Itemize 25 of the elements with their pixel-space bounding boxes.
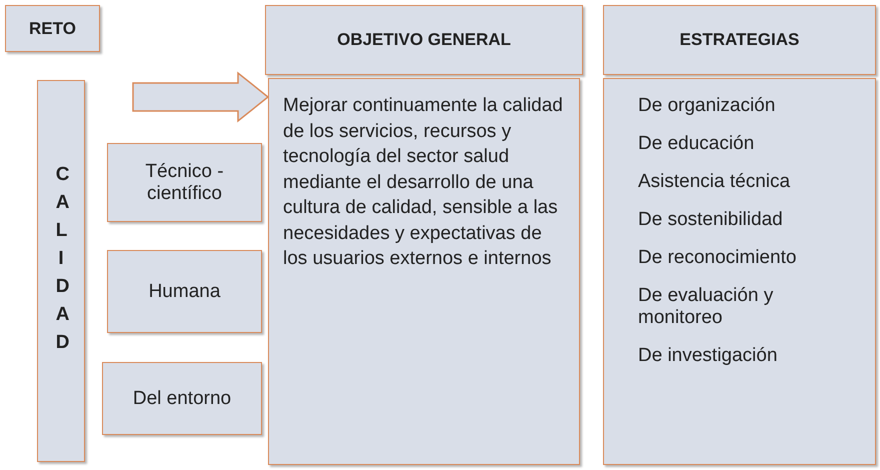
category-box bbox=[107, 250, 262, 333]
list-item: De sostenibilidad bbox=[638, 209, 783, 231]
list-item: De investigación bbox=[638, 345, 778, 367]
category-box bbox=[107, 143, 262, 222]
label-box bbox=[37, 80, 85, 462]
list-item: Asistencia técnica bbox=[638, 171, 790, 193]
text-box bbox=[268, 78, 580, 465]
box-text: Mejorar continuamente la calidad de los servicios, recursos y tecnología del sector salud mediante el desarrollo de una cultura de calidad, sensible a las necesidades y expectativas de los usuarios externos e internos bbox=[283, 94, 564, 271]
header-box bbox=[5, 5, 100, 52]
header-box bbox=[265, 5, 583, 75]
list-box bbox=[603, 78, 876, 465]
header-box bbox=[603, 5, 876, 75]
box-text: Del entorno bbox=[132, 388, 232, 410]
list-item: De evaluación y monitoreo bbox=[638, 285, 774, 329]
list-item: De educación bbox=[638, 133, 754, 155]
category-box bbox=[102, 362, 262, 435]
heading-text: ESTRATEGIAS bbox=[680, 30, 800, 50]
list-item: De organización bbox=[638, 95, 776, 117]
box-text: CALIDAD bbox=[56, 163, 66, 355]
heading-text: RETO bbox=[29, 18, 76, 38]
block-arrow bbox=[132, 71, 270, 123]
box-text: Humana bbox=[148, 280, 220, 302]
heading-text: OBJETIVO GENERAL bbox=[337, 30, 511, 50]
list-item: De reconocimiento bbox=[638, 247, 796, 269]
box-text: Técnico - científico bbox=[144, 160, 225, 204]
